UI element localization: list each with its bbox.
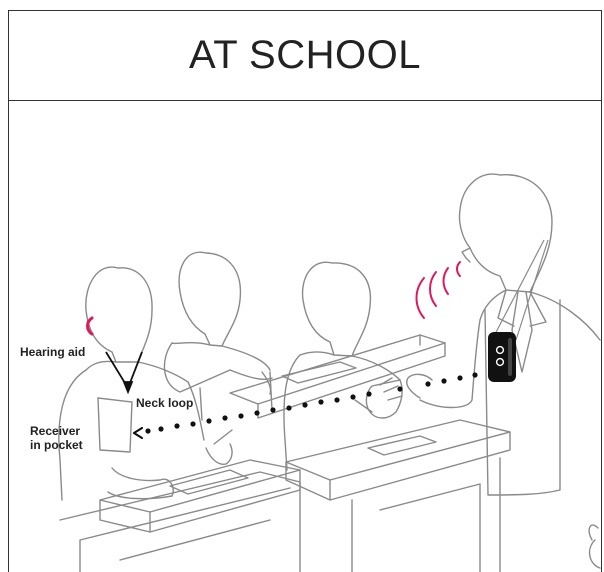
right-desk (286, 420, 510, 572)
receiver-label-line1: Receiver (30, 424, 80, 438)
left-student-figure (59, 267, 232, 500)
signal-arrowhead-icon (134, 428, 142, 438)
back-student-figure (164, 252, 272, 420)
transmitter (488, 240, 548, 382)
hearing-aid-label: Hearing aid (20, 345, 85, 359)
receiver-label-line2: in pocket (30, 438, 83, 452)
neck-loop-label: Neck loop (136, 396, 193, 410)
front-desk (60, 460, 300, 572)
sound-waves-icon (417, 262, 461, 318)
back-desk (230, 335, 445, 418)
neck-loop (106, 352, 142, 392)
